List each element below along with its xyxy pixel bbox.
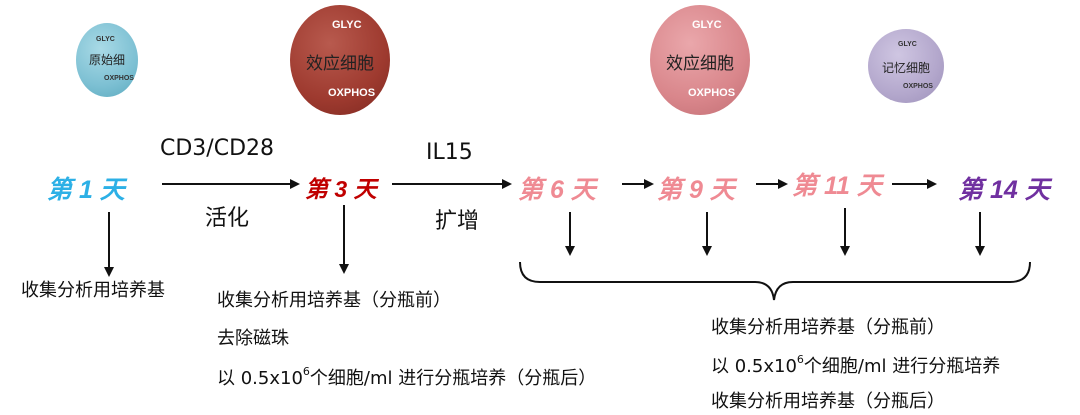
day-6-label: 第 6 天 (518, 176, 596, 204)
group-note-line2-suffix: 个细胞/ml 进行分瓶培养 (803, 356, 1001, 377)
memory-cell-name: 记忆细胞 (881, 61, 930, 75)
naive-cell-name: 原始细 (88, 53, 125, 67)
naive-cell-circle: GLYC 原始细 OXPHOS (76, 23, 138, 97)
day-1-label: 第 1 天 (47, 176, 125, 204)
expansion-cytokine-label: IL15 (426, 140, 473, 165)
group-note-line2-exponent: 6 (796, 353, 804, 366)
activation-stimulus-label: CD3/CD28 (160, 136, 275, 161)
naive-cell-oxphos-tag: OXPHOS (104, 75, 134, 82)
day3-note-line1: 收集分析用培养基（分瓶前） (217, 290, 451, 311)
day-3-label: 第 3 天 (305, 176, 377, 202)
group-note-line2-prefix: 以 0.5x10 (711, 356, 797, 377)
memory-cell-oxphos-tag: OXPHOS (903, 83, 933, 90)
group-note-line2: 以 0.5x106个细胞/ml 进行分瓶培养 (711, 353, 1001, 377)
day3-note-line3: 以 0.5x106个细胞/ml 进行分瓶培养（分瓶后） (217, 365, 597, 389)
effector-cell-glyc-tag-2: GLYC (692, 19, 722, 31)
group-note-line1: 收集分析用培养基（分瓶前） (711, 317, 945, 338)
day3-note-line3-exponent: 6 (302, 365, 310, 378)
day-14-label: 第 14 天 (958, 176, 1050, 204)
effector-cell-name-2: 效应细胞 (666, 54, 734, 74)
day3-note-line2: 去除磁珠 (217, 328, 289, 349)
day1-note: 收集分析用培养基 (21, 280, 165, 301)
effector-cell-oxphos-tag: OXPHOS (328, 87, 376, 99)
group-brace (519, 261, 1031, 301)
day-9-label: 第 9 天 (657, 176, 735, 204)
day-11-label: 第 11 天 (792, 172, 882, 200)
effector-cell-circle-day3: GLYC 效应细胞 OXPHOS (290, 5, 390, 115)
memory-cell-circle: GLYC 记忆细胞 OXPHOS (868, 29, 944, 103)
naive-cell-glyc-tag: GLYC (96, 36, 115, 43)
day3-note-line3-prefix: 以 0.5x10 (217, 368, 303, 389)
effector-cell-circle-day6: GLYC 效应细胞 OXPHOS (650, 5, 750, 115)
group-note-line3: 收集分析用培养基（分瓶后） (711, 391, 945, 412)
expansion-phase-label: 扩增 (435, 209, 480, 234)
day3-note-line3-suffix: 个细胞/ml 进行分瓶培养（分瓶后） (309, 368, 597, 389)
memory-cell-glyc-tag: GLYC (898, 41, 917, 48)
effector-cell-name: 效应细胞 (306, 54, 374, 74)
effector-cell-glyc-tag: GLYC (332, 19, 362, 31)
activation-phase-label: 活化 (205, 206, 250, 231)
effector-cell-oxphos-tag-2: OXPHOS (688, 87, 736, 99)
